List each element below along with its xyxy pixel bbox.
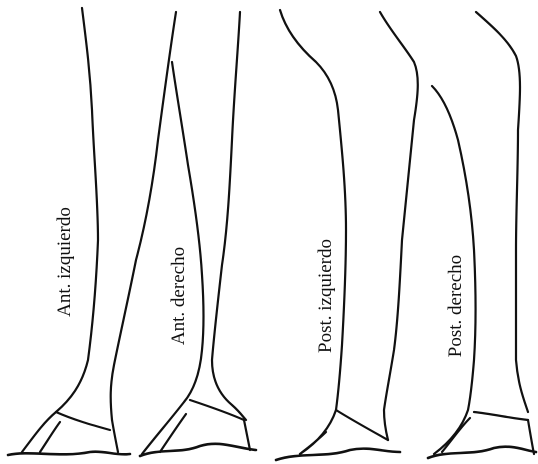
leg-post-izquierdo-front-outline [380, 12, 418, 440]
leg-ant-izquierdo [8, 8, 176, 455]
leg-ant-izquierdo-ground [8, 452, 130, 455]
leg-post-derecho-hoof-heel [442, 418, 470, 452]
leg-post-izquierdo-hoof-heel [300, 432, 326, 454]
leg-post-izquierdo-coronet [336, 410, 388, 440]
label-ant-derecho: Ant. derecho [168, 247, 189, 345]
label-post-izquierdo: Post. izquierdo [315, 239, 336, 353]
leg-post-derecho-coronet [474, 412, 528, 420]
label-post-derecho: Post. derecho [445, 255, 466, 357]
leg-post-derecho [428, 12, 536, 458]
leg-post-izquierdo [276, 10, 418, 460]
leg-post-derecho-hoof-front [528, 420, 534, 454]
leg-ant-izquierdo-coronet [56, 412, 110, 430]
leg-ant-izquierdo-front-outline [111, 12, 176, 420]
leg-ant-derecho-hoof-front [244, 420, 250, 450]
leg-ant-derecho [140, 12, 256, 456]
leg-post-izquierdo-ground [276, 449, 400, 460]
leg-post-derecho-front-outline [476, 12, 528, 412]
leg-ant-derecho-front-outline [212, 12, 246, 420]
leg-post-izquierdo-back-outline [280, 10, 346, 454]
leg-ant-derecho-hoof-heel [160, 414, 186, 452]
leg-ant-derecho-ground [140, 444, 256, 456]
label-ant-izquierdo: Ant. izquierdo [54, 207, 75, 317]
leg-ant-izquierdo-hoof-front [112, 420, 118, 452]
